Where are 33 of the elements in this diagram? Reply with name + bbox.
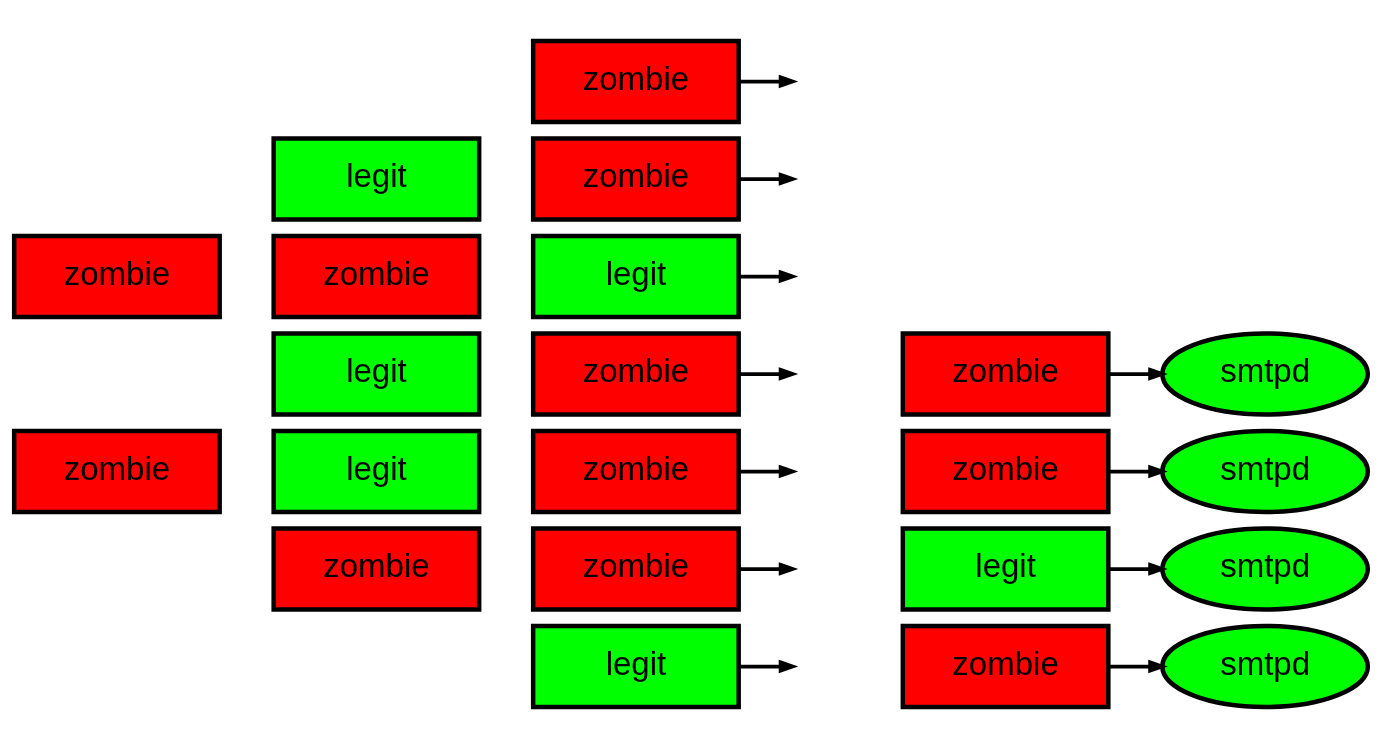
arrow xyxy=(738,366,799,381)
arrow xyxy=(738,74,799,88)
arrow xyxy=(1108,561,1168,576)
node-box: legit xyxy=(271,330,482,417)
node-box: legit xyxy=(530,623,741,709)
arrow xyxy=(1108,366,1168,381)
node-box: zombie xyxy=(900,330,1111,417)
arrow xyxy=(738,561,799,576)
node-box: zombie xyxy=(11,428,222,514)
node-box: zombie xyxy=(530,38,741,124)
node-box: zombie xyxy=(530,428,741,514)
node-box: legit xyxy=(271,428,482,514)
arrow xyxy=(738,464,799,478)
node-ellipse: smtpd xyxy=(1160,525,1371,612)
node-box: zombie xyxy=(530,330,741,417)
node-box: zombie xyxy=(900,428,1111,514)
node-box: zombie xyxy=(530,525,741,612)
node-box: zombie xyxy=(11,233,222,319)
node-box: zombie xyxy=(900,623,1111,709)
node-box: legit xyxy=(900,525,1111,612)
node-box: legit xyxy=(271,135,482,222)
arrow xyxy=(738,171,799,186)
arrow xyxy=(1108,464,1168,478)
node-box: zombie xyxy=(271,525,482,612)
node-box: legit xyxy=(530,233,741,319)
node-ellipse: smtpd xyxy=(1160,623,1371,709)
node-box: zombie xyxy=(271,233,482,319)
arrow xyxy=(738,659,799,673)
arrow xyxy=(738,269,799,283)
arrow xyxy=(1108,659,1168,673)
node-ellipse: smtpd xyxy=(1160,428,1371,514)
node-box: zombie xyxy=(530,135,741,222)
node-ellipse: smtpd xyxy=(1160,330,1371,417)
